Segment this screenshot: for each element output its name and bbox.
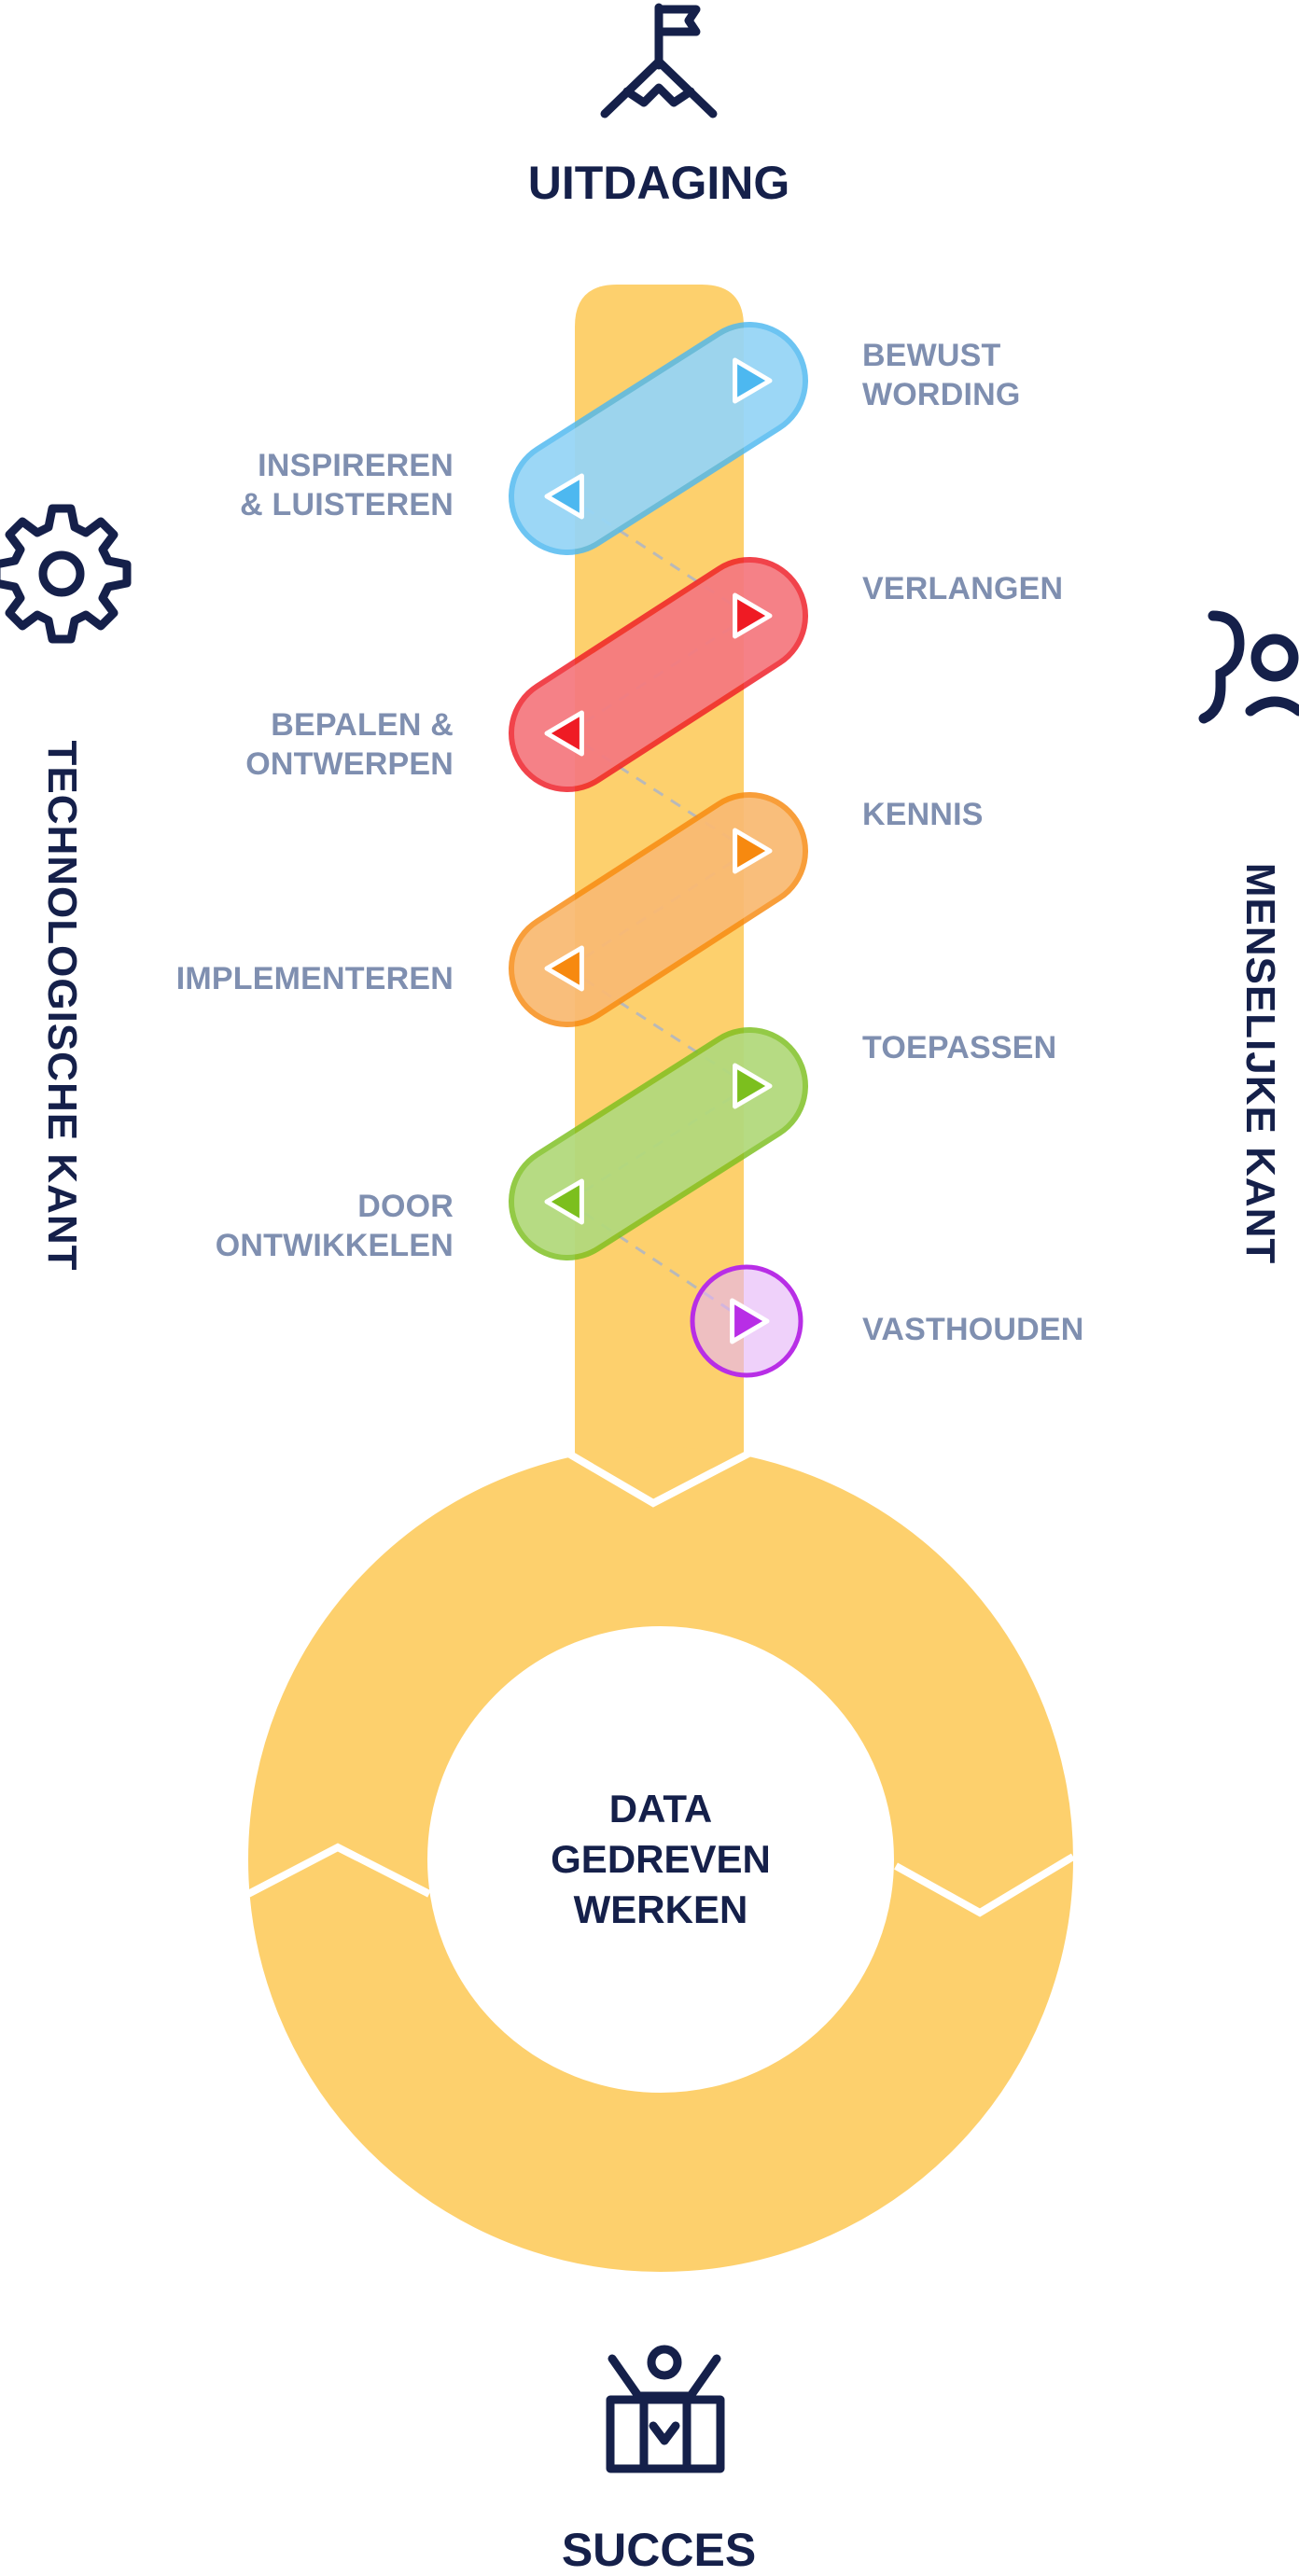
step-label-kennis: KENNIS (862, 797, 984, 832)
step-label-implementeren: IMPLEMENTEREN (175, 961, 454, 996)
step-pill-3 (509, 792, 808, 1027)
dashed-connector (566, 731, 750, 853)
step-label-inspireren-luisteren: INSPIREREN & LUISTEREN (240, 448, 454, 522)
step-pill-9 (690, 1264, 803, 1378)
step-label-bepalen-ontwerpen: BEPALEN & ONTWERPEN (245, 707, 454, 782)
arrow-right-icon (733, 828, 773, 874)
dashed-connector (566, 967, 750, 1088)
arrow-left-icon (544, 1178, 584, 1225)
challenge-title: UITDAGING (527, 157, 790, 209)
technology-side-label: TECHNOLOGISCHE KANT (39, 740, 85, 1272)
arrow-left-icon (544, 473, 584, 520)
arrow-left-icon (544, 710, 584, 757)
step-label-verlangen: VERLANGEN (862, 571, 1064, 606)
arrow-right-icon (730, 1298, 770, 1344)
celebrating-person-podium-icon (606, 2345, 725, 2473)
step-pill-1 (509, 322, 808, 555)
arrow-right-icon (733, 1063, 773, 1109)
dashed-connector (566, 1200, 747, 1323)
step-pills (509, 322, 808, 1378)
gear-icon (0, 504, 132, 644)
step-label-toepassen: TOEPASSEN (862, 1030, 1057, 1065)
people-icon (1198, 610, 1299, 724)
dashed-connector (566, 494, 750, 618)
step-label-vasthouden: VASTHOUDEN (862, 1312, 1084, 1347)
step-pill-4 (509, 1027, 808, 1260)
center-text: DATA GEDREVEN WERKEN (551, 1787, 771, 1931)
step-label-door-ontwikkelen: DOOR ONTWIKKELEN (215, 1189, 454, 1263)
step-label-bewust-wording: BEWUST WORDING (862, 338, 1021, 412)
human-side-label: MENSELIJKE KANT (1237, 862, 1283, 1265)
success-title: SUCCES (561, 2524, 757, 2576)
arrow-right-icon (733, 357, 773, 404)
arrow-left-icon (544, 945, 584, 992)
step-pill-2 (509, 557, 808, 792)
arrow-right-icon (733, 592, 773, 639)
ring (246, 1447, 1076, 2272)
mountain-flag-icon (600, 3, 718, 118)
